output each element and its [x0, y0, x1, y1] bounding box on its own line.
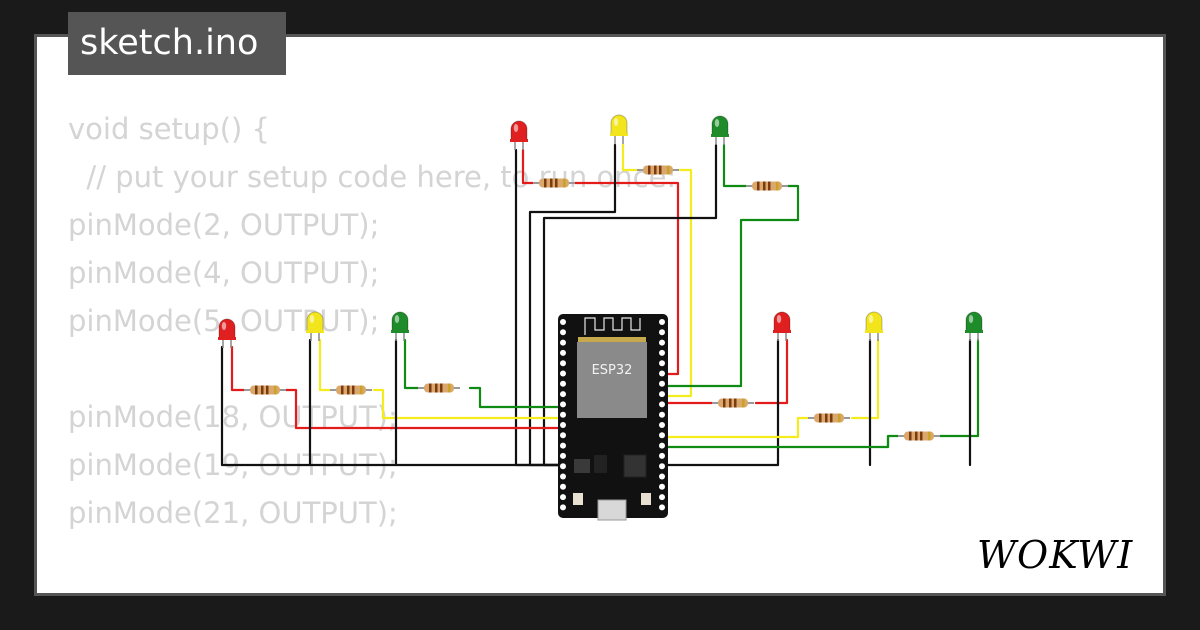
- board-pin[interactable]: [560, 442, 566, 449]
- chip-small-1: [574, 459, 590, 473]
- board-pin[interactable]: [560, 380, 566, 387]
- wire-red-left: [230, 345, 562, 430]
- wire-green-left: [403, 338, 562, 409]
- board-pin[interactable]: [659, 411, 665, 418]
- leds: [218, 114, 983, 348]
- board-pin[interactable]: [659, 422, 665, 428]
- pin-header-strip: [578, 337, 646, 343]
- board-pin[interactable]: [560, 349, 566, 356]
- board-pin[interactable]: [659, 360, 665, 367]
- resistor[interactable]: [637, 165, 679, 175]
- sketch-title-tab[interactable]: sketch.ino: [68, 12, 286, 75]
- board-pin[interactable]: [560, 463, 566, 470]
- esp32-module: [577, 342, 647, 418]
- board-pin[interactable]: [560, 360, 566, 367]
- wokwi-logo-text: WOKWI: [977, 533, 1133, 577]
- led-yellow[interactable]: [306, 311, 324, 341]
- board-pin[interactable]: [560, 422, 566, 428]
- wire-black-right-red: [660, 338, 780, 467]
- board-pin[interactable]: [659, 452, 665, 459]
- board-pin[interactable]: [560, 339, 566, 346]
- wires: [220, 143, 980, 467]
- board-pin[interactable]: [560, 483, 566, 490]
- resistor[interactable]: [746, 181, 788, 191]
- board-pin[interactable]: [560, 329, 566, 336]
- board-pin[interactable]: [560, 452, 566, 459]
- antenna-trace: [584, 317, 641, 335]
- code-line: pinMode(4, OUTPUT);: [68, 256, 380, 290]
- board-pin[interactable]: [659, 339, 665, 346]
- code-line: void setup() {: [68, 112, 270, 146]
- board-pin[interactable]: [659, 463, 665, 470]
- code-line: pinMode(2, OUTPUT);: [68, 208, 380, 242]
- code-line: pinMode(21, OUTPUT);: [68, 496, 398, 530]
- board-pin[interactable]: [659, 349, 665, 356]
- led-yellow[interactable]: [610, 114, 628, 144]
- board-pin[interactable]: [560, 391, 566, 398]
- wokwi-logo: WOKWI: [977, 533, 1133, 577]
- board-pin[interactable]: [659, 473, 665, 480]
- board-pin[interactable]: [560, 473, 566, 480]
- code-preview: void setup() { // put your setup code he…: [68, 105, 676, 593]
- board-pin[interactable]: [659, 442, 665, 449]
- resistors: [244, 165, 940, 441]
- resistor[interactable]: [244, 385, 286, 395]
- resistor[interactable]: [808, 413, 850, 423]
- board-label: ESP32: [592, 363, 633, 378]
- wire-yellow-left: [318, 338, 562, 420]
- board-pin[interactable]: [659, 329, 665, 336]
- usb-port: [597, 499, 627, 521]
- board-pin[interactable]: [659, 494, 665, 501]
- esp32-board[interactable]: ESP32: [558, 314, 668, 521]
- led-yellow[interactable]: [865, 311, 883, 341]
- boot-button[interactable]: [641, 493, 651, 505]
- wire-green-right: [660, 338, 980, 449]
- board-pin[interactable]: [560, 411, 566, 418]
- board-pin[interactable]: [659, 319, 665, 325]
- resistor[interactable]: [898, 431, 940, 441]
- code-line: pinMode(25, OUTPUT);: [68, 592, 398, 593]
- code-line: // put your setup code here, to run once…: [68, 160, 677, 194]
- led-green[interactable]: [711, 115, 729, 145]
- resistor[interactable]: [330, 385, 372, 395]
- chip-small-2: [594, 455, 607, 473]
- board-pin[interactable]: [560, 370, 566, 377]
- wire-red-top: [521, 148, 680, 376]
- board-pin[interactable]: [560, 319, 566, 325]
- board-pin[interactable]: [659, 370, 665, 377]
- wire-yellow-top: [621, 143, 693, 398]
- wire-green-top: [660, 143, 800, 388]
- led-red[interactable]: [218, 318, 236, 348]
- board-pin[interactable]: [560, 494, 566, 501]
- led-green[interactable]: [965, 311, 983, 341]
- board-pin[interactable]: [659, 504, 665, 511]
- wire-yellow-right: [660, 338, 880, 439]
- usb-chip: [623, 454, 647, 478]
- board-pins-left: [560, 319, 566, 511]
- resistor[interactable]: [418, 383, 460, 393]
- board-pins-right: [659, 319, 665, 511]
- board-pin[interactable]: [560, 504, 566, 511]
- resistor[interactable]: [533, 178, 575, 188]
- led-green[interactable]: [391, 311, 409, 341]
- led-red[interactable]: [510, 120, 528, 150]
- wire-red-right: [660, 338, 789, 405]
- sketch-title: sketch.ino: [80, 23, 259, 63]
- wire-black-left-red: [220, 345, 562, 467]
- board-pin[interactable]: [659, 391, 665, 398]
- board-pin[interactable]: [560, 401, 566, 408]
- board-pin[interactable]: [659, 380, 665, 387]
- board-pin[interactable]: [560, 432, 566, 439]
- resistor[interactable]: [712, 398, 754, 408]
- board-pin[interactable]: [659, 401, 665, 408]
- board-pin[interactable]: [659, 483, 665, 490]
- reset-button[interactable]: [573, 493, 583, 505]
- led-red[interactable]: [773, 311, 791, 341]
- board-pin[interactable]: [659, 432, 665, 439]
